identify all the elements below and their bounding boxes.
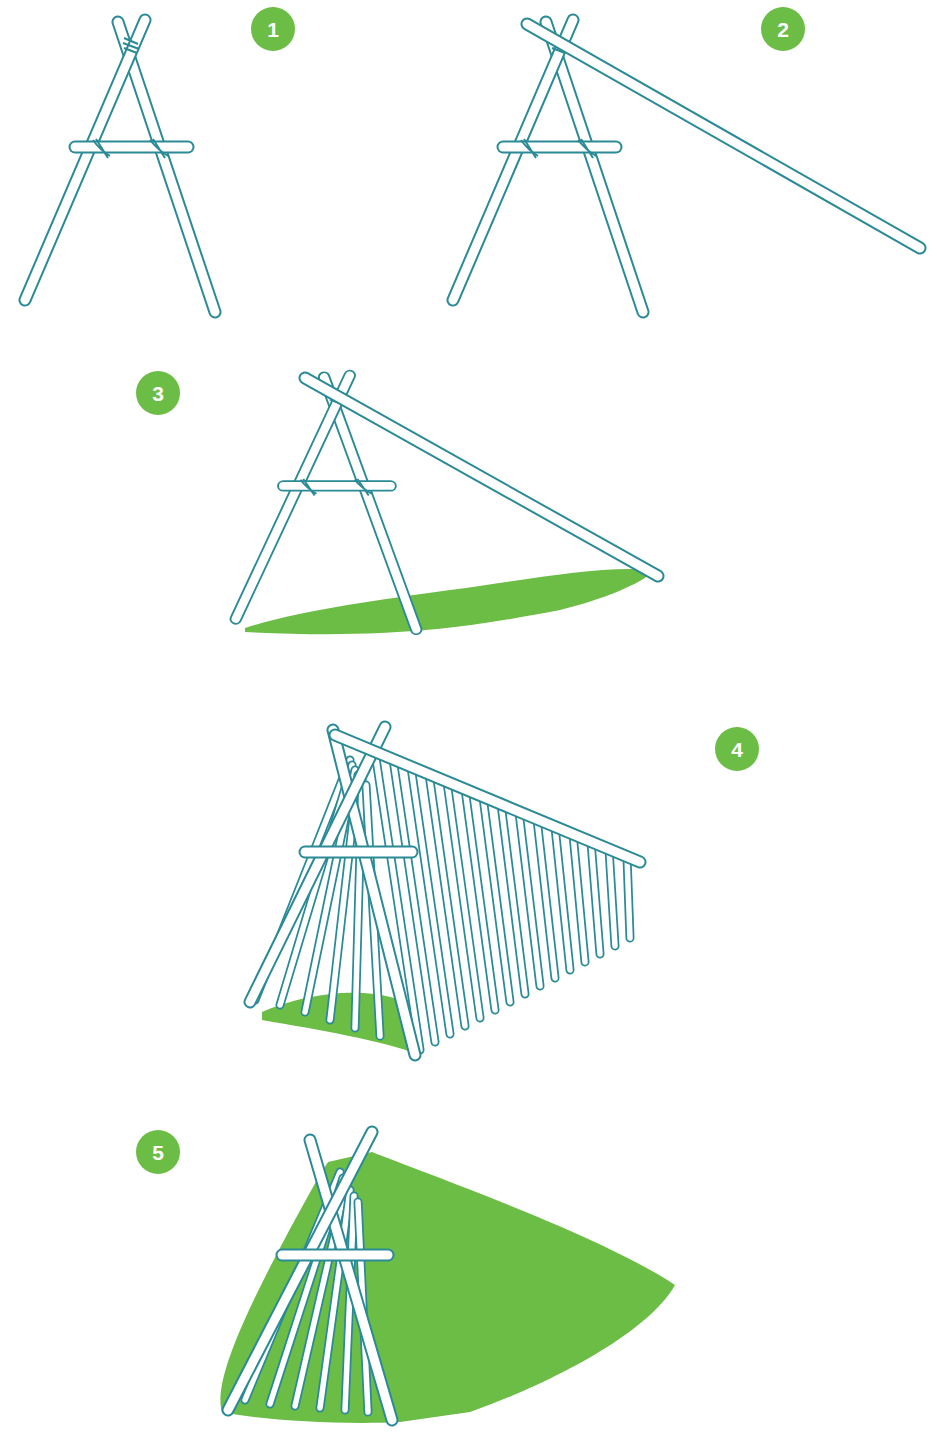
step-number-circle: 4 [715, 727, 759, 771]
a-frame [228, 1132, 392, 1420]
ridge-pole [335, 735, 640, 862]
a-frame [453, 20, 643, 312]
ridge-pole-fill [305, 378, 658, 576]
ground-patch [245, 569, 655, 634]
ridge-pole-outline [305, 378, 658, 576]
step-number-circle: 5 [136, 1130, 180, 1174]
step-number-circle: 3 [136, 371, 180, 415]
step-number: 5 [152, 1142, 164, 1163]
step-number: 4 [731, 739, 743, 760]
step-number: 3 [152, 383, 164, 404]
ridge-pole-outline [527, 24, 920, 248]
step-number: 1 [267, 19, 279, 40]
a-frame [25, 20, 215, 312]
step-number-circle: 1 [251, 7, 295, 51]
step-number: 2 [777, 19, 789, 40]
ridge-pole [527, 24, 920, 248]
a-frame [250, 727, 415, 1055]
step-number-circle: 2 [761, 7, 805, 51]
ridge-pole-fill [527, 24, 920, 248]
branch-sticks [255, 752, 630, 1050]
a-frame [236, 375, 417, 629]
ridge-pole [305, 378, 658, 576]
